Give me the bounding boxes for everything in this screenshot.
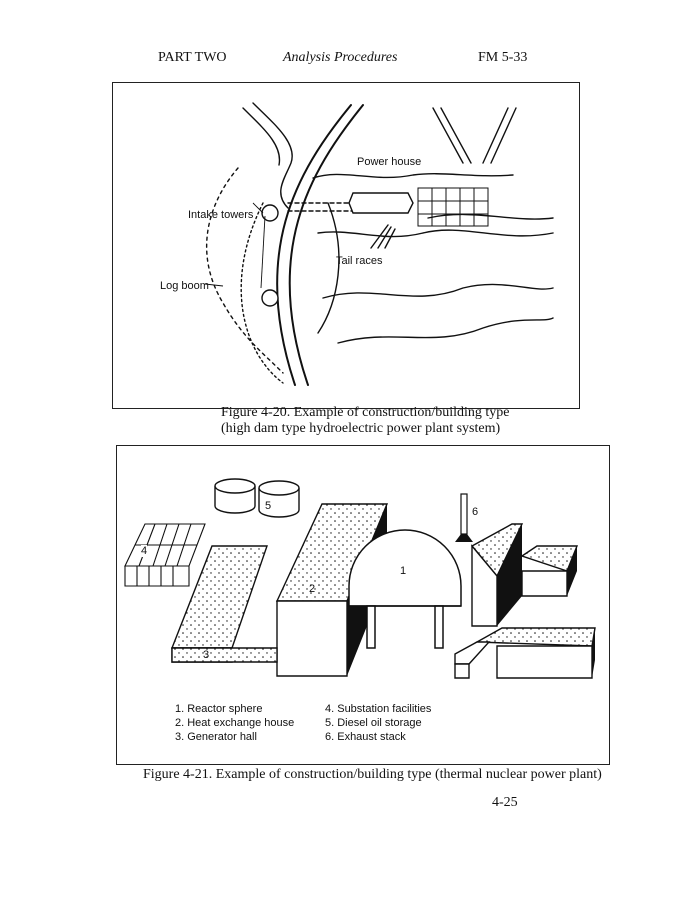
header-part: PART TWO xyxy=(158,50,227,65)
legend-item-reactor-sphere: 1. Reactor sphere xyxy=(175,703,263,715)
number-4: 4 xyxy=(141,545,148,557)
caption-figure-4-21: Figure 4-21. Example of construction/bui… xyxy=(143,767,602,782)
legend-item-generator-hall: 3. Generator hall xyxy=(175,731,257,743)
figure-nuclear: 1 2 3 4 5 6 1. Reactor sphere 2. Heat ex… xyxy=(116,445,610,765)
label-log-boom: Log boom xyxy=(160,280,209,292)
header-section: Analysis Procedures xyxy=(283,50,398,65)
legend-item-exhaust-stack: 6. Exhaust stack xyxy=(325,731,406,743)
number-5: 5 xyxy=(265,500,272,512)
header-manual: FM 5-33 xyxy=(478,50,528,65)
caption-figure-4-20-line1: Figure 4-20. Example of construction/bui… xyxy=(221,405,510,420)
number-2: 2 xyxy=(309,583,316,595)
legend-item-diesel-oil: 5. Diesel oil storage xyxy=(325,717,422,729)
hydro-dam-drawing xyxy=(204,102,554,386)
nuclear-plant-drawing xyxy=(124,478,596,679)
legend-left: 1. Reactor sphere 2. Heat exchange house… xyxy=(175,702,294,744)
label-tail-races: Tail races xyxy=(336,255,383,267)
legend-right: 4. Substation facilities 5. Diesel oil s… xyxy=(325,702,431,744)
caption-figure-4-20-line2: (high dam type hydroelectric power plant… xyxy=(221,421,501,436)
label-power-house: Power house xyxy=(357,156,422,168)
page-number: 4-25 xyxy=(492,795,518,810)
label-intake-towers: Intake towers xyxy=(188,209,254,221)
number-1: 1 xyxy=(400,565,407,577)
legend-item-heat-exchange-house: 2. Heat exchange house xyxy=(175,717,295,729)
number-6: 6 xyxy=(472,506,479,518)
figure-hydroelectric: Power house Intake towers Tail races Log… xyxy=(112,82,580,409)
number-3: 3 xyxy=(203,649,210,661)
legend-item-substation: 4. Substation facilities xyxy=(325,703,432,715)
